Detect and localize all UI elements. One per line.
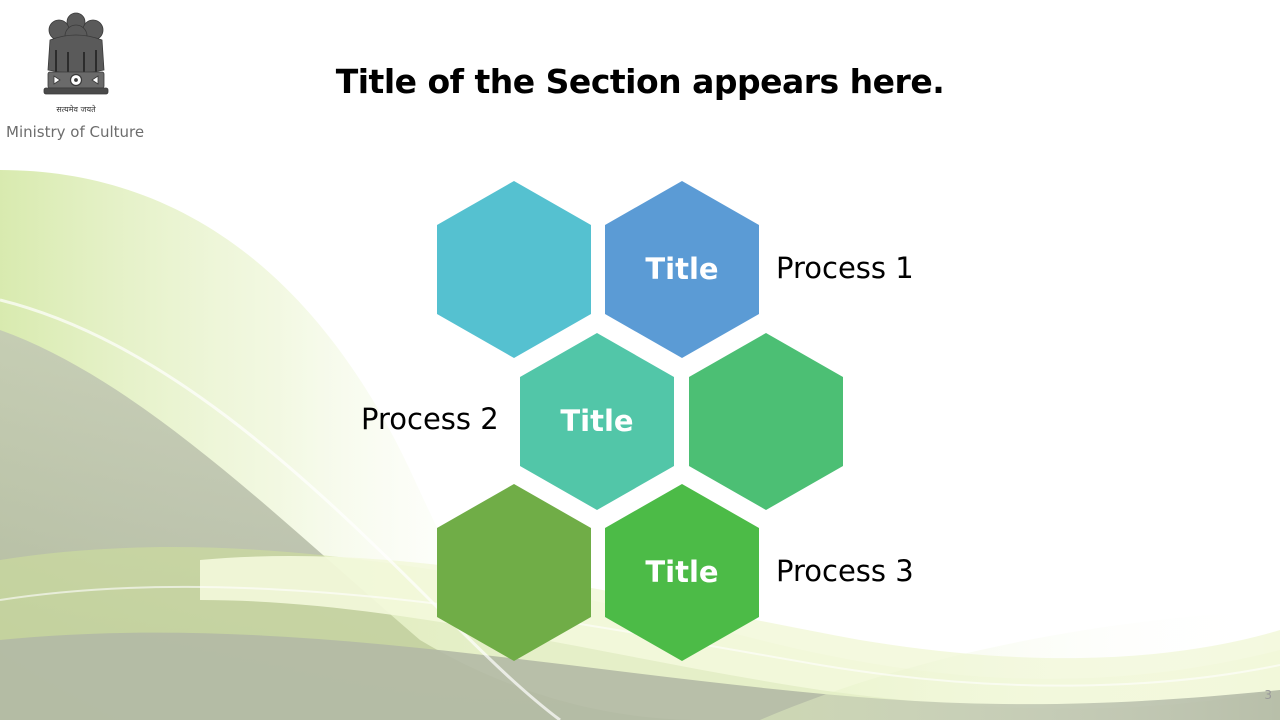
slide-number: 3 — [1264, 688, 1272, 702]
process-label-2[interactable]: Process 2 — [361, 402, 499, 436]
hexagon-shape[interactable] — [437, 484, 591, 661]
hexagon-shape[interactable] — [605, 484, 759, 661]
hexagon-shape[interactable] — [689, 333, 843, 510]
hexagon-shape[interactable] — [437, 181, 591, 358]
hexagon-title[interactable]: Title — [645, 252, 718, 286]
hexagon-shape[interactable] — [605, 181, 759, 358]
hexagon-shape[interactable] — [520, 333, 674, 510]
slide-title[interactable]: Title of the Section appears here. — [335, 62, 945, 101]
org-name: Ministry of Culture — [6, 123, 145, 141]
hexagon-title[interactable]: Title — [560, 404, 633, 438]
national-emblem-icon: सत्यमेव जयते — [43, 12, 109, 114]
process-label-1[interactable]: Process 1 — [776, 251, 914, 285]
hexagon-title[interactable]: Title — [645, 555, 718, 589]
emblem-motto: सत्यमेव जयते — [56, 104, 96, 114]
process-label-3[interactable]: Process 3 — [776, 554, 914, 588]
